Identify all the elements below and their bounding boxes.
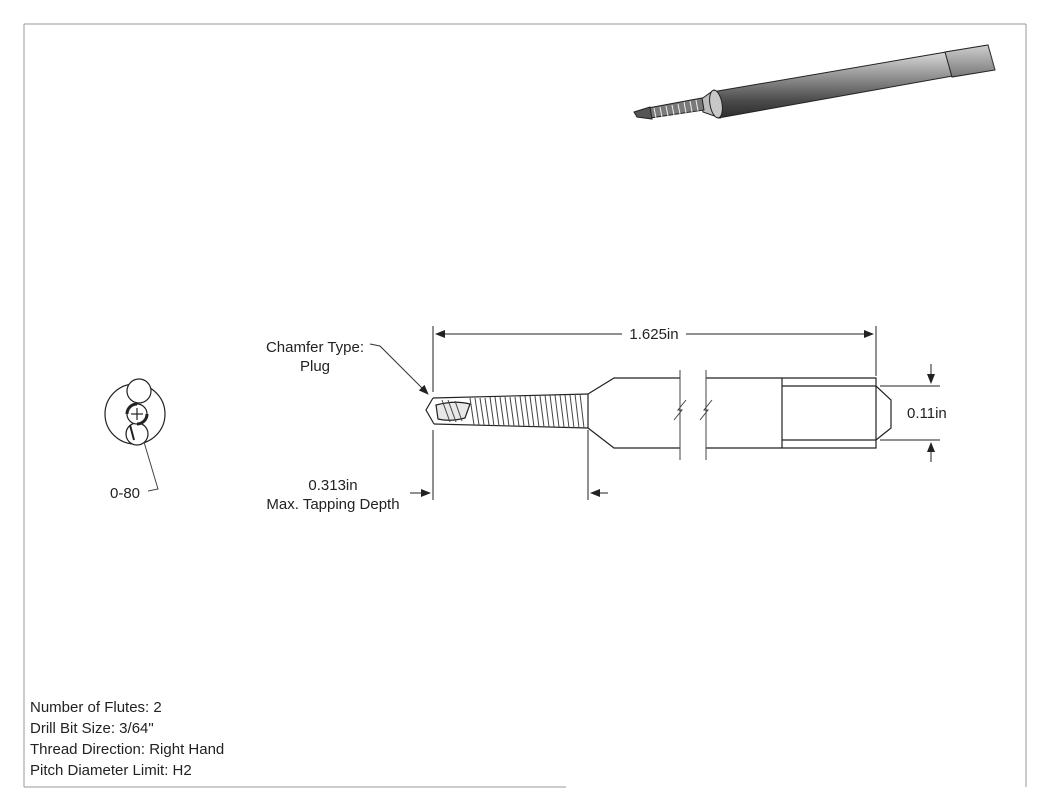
chamfer-type-value: Plug (299, 358, 331, 375)
chamfer-type-label: Chamfer Type: Plug (258, 338, 372, 376)
tap-3d-render (633, 44, 996, 120)
spec-thread-direction: Thread Direction: Right Hand (30, 741, 225, 758)
shank-diameter-dimension (880, 364, 940, 462)
tapping-depth-value: 0.313in (308, 477, 358, 494)
sheet-frame (23, 23, 1027, 788)
tap-size-label: 0-80 (110, 485, 141, 502)
spec-drill-bit-size: Drill Bit Size: 3/64" (30, 720, 154, 737)
spec-pitch-diameter-limit: Pitch Diameter Limit: H2 (30, 762, 192, 779)
tapping-depth-caption: Max. Tapping Depth (266, 496, 400, 513)
spec-number-of-flutes: Number of Flutes: 2 (30, 699, 162, 716)
overall-length-dimension (432, 326, 877, 392)
shank-diameter-label: 0.11in (907, 405, 947, 422)
thread-hatch (441, 393, 585, 429)
break-lines (673, 370, 713, 460)
tapping-depth-label: 0.313in Max. Tapping Depth (258, 476, 408, 514)
chamfer-leader (369, 343, 429, 395)
chamfer-type-heading: Chamfer Type: (265, 339, 365, 356)
tap-end-view (104, 378, 166, 446)
tap-size-leader (143, 441, 159, 492)
overall-length-label: 1.625in (629, 326, 679, 343)
tap-specifications: Number of Flutes: 2 Drill Bit Size: 3/64… (30, 697, 224, 781)
tapping-depth-dimension (410, 430, 608, 500)
tap-side-view (425, 377, 892, 449)
